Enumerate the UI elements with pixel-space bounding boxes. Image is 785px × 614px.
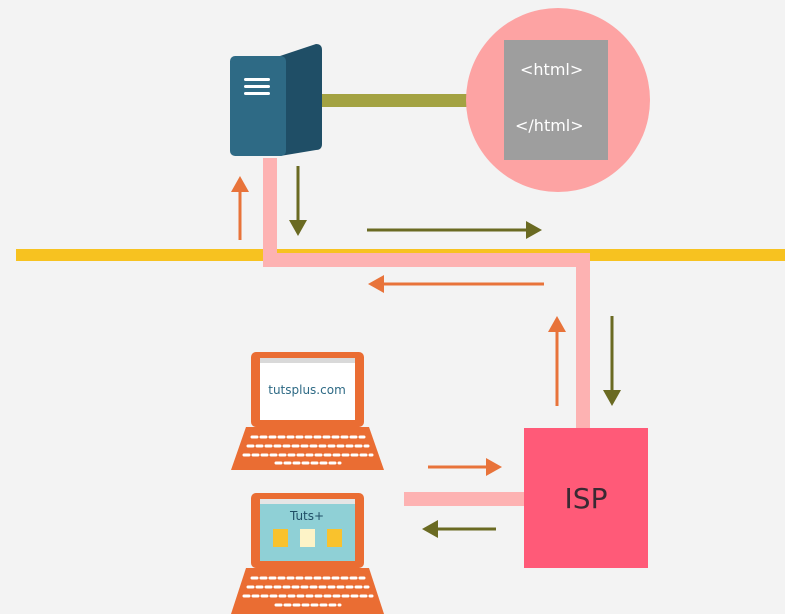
html-open-tag: <html> — [520, 60, 583, 79]
server-front — [230, 56, 286, 156]
server-slot — [244, 85, 270, 88]
html-page — [504, 40, 608, 160]
laptop-connection-pipe — [404, 492, 524, 506]
request-arrow-to-isp — [428, 458, 502, 476]
request-arrow-up-to-server — [231, 176, 249, 240]
site-tile — [273, 529, 288, 547]
laptop-icon: tutsplus.com — [231, 352, 384, 470]
html-close-tag: </html> — [515, 116, 584, 135]
response-arrow-down-to-isp — [603, 316, 621, 406]
isp-box: ISP — [524, 428, 648, 568]
browser-bar — [260, 358, 355, 363]
site-tile — [327, 529, 342, 547]
response-arrow-to-laptops — [422, 520, 496, 538]
laptop-screen — [260, 358, 355, 420]
laptop-url-text: tutsplus.com — [268, 383, 346, 397]
request-arrow-left — [368, 275, 544, 293]
keyboard-keys — [242, 435, 374, 465]
server-slot — [244, 78, 270, 81]
server-to-html-link — [318, 94, 468, 107]
request-arrow-up-from-isp — [548, 316, 566, 406]
response-arrow-right — [367, 221, 542, 239]
keyboard-keys — [242, 576, 374, 607]
server-slot — [244, 92, 270, 95]
site-tile — [300, 529, 315, 547]
html-document: <html> </html> — [466, 8, 650, 192]
laptop-keyboard — [231, 568, 384, 614]
connection-pipe — [263, 158, 590, 430]
browser-bar — [260, 499, 355, 504]
response-arrow-down-from-server — [289, 166, 307, 236]
server-icon — [230, 44, 322, 156]
isp-label: ISP — [565, 482, 608, 515]
laptop-icon: Tuts+ — [231, 493, 384, 614]
server-side — [280, 44, 322, 156]
laptop-site-title: Tuts+ — [289, 509, 324, 523]
